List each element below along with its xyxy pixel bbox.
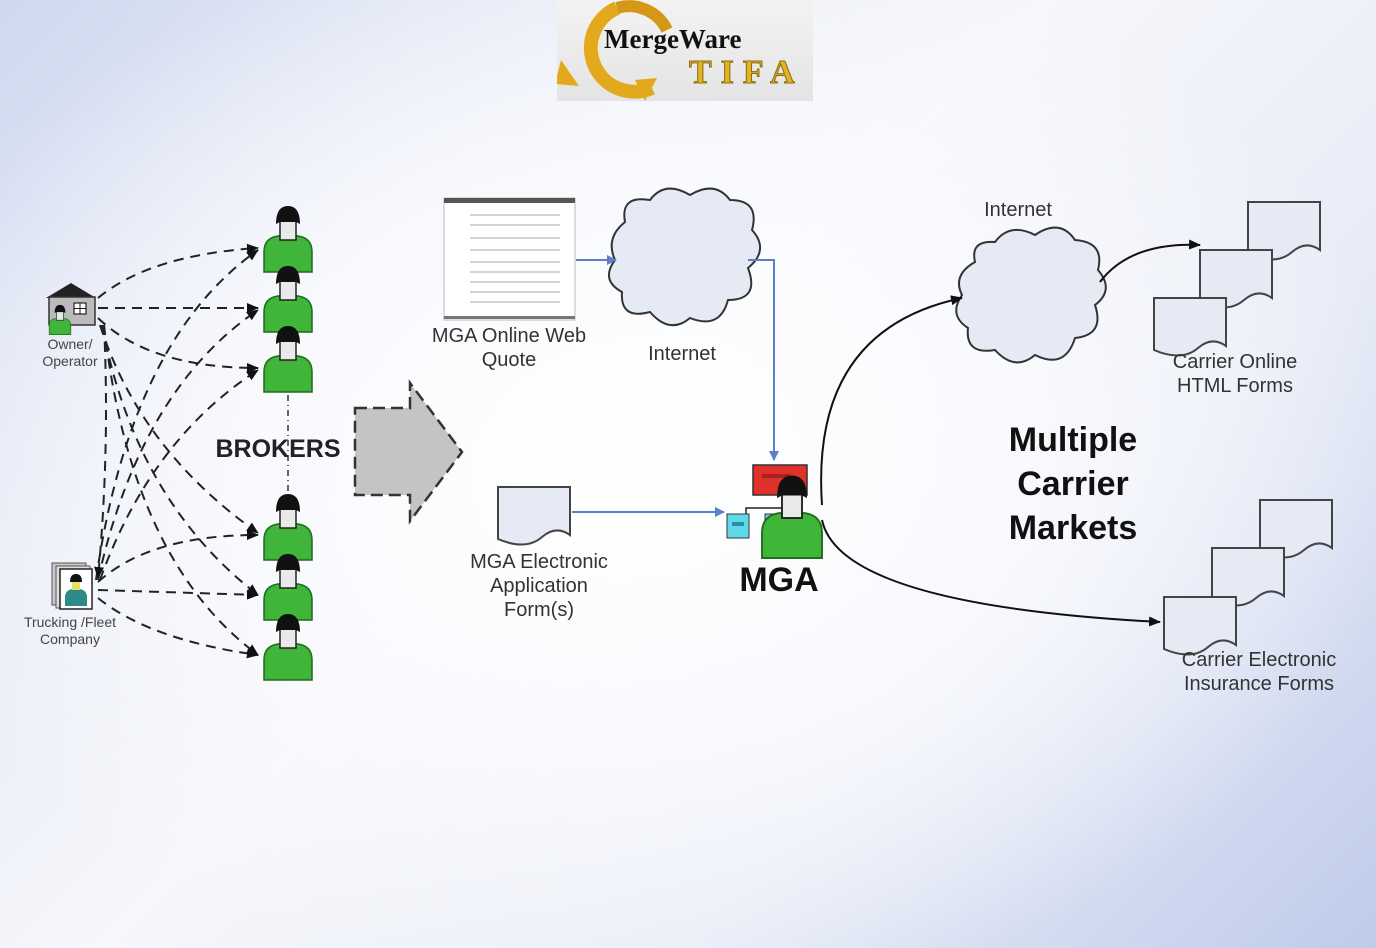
broker-person-icon	[263, 325, 313, 393]
owner-label-line: Owner/	[47, 336, 93, 352]
internet-cloud-icon	[607, 187, 761, 327]
owner-operator-label: Owner/ Operator	[30, 336, 110, 370]
logo-text-mergeware: MergeWare	[604, 24, 742, 54]
internet-cloud-icon	[955, 226, 1107, 364]
broker-person-icon	[263, 205, 313, 273]
fleet-label-line: Trucking /Fleet	[23, 614, 117, 630]
app-form-label-line: Application	[490, 575, 588, 597]
owner-operator-house-icon	[46, 283, 96, 335]
mga-online-web-quote-thumbnail	[443, 197, 576, 321]
html-forms-label-line: Carrier Online	[1172, 351, 1298, 373]
carrier-online-html-forms-icon	[1153, 201, 1321, 357]
internet-to-mga-connector	[748, 259, 779, 461]
broker-person-icon	[263, 553, 313, 621]
owner-to-broker-connectors	[97, 243, 259, 656]
mga-org-person-icon	[726, 464, 823, 559]
flow-to-mga-arrow	[353, 379, 464, 525]
carrier-electronic-insurance-forms-icon	[1163, 499, 1333, 656]
right-internet-label: Internet	[984, 199, 1052, 221]
trucking-fleet-company-icon	[51, 562, 93, 610]
mergeware-tifa-logo: MergeWare TIFA	[557, 0, 813, 101]
mga-to-insurance-forms-connector	[821, 519, 1161, 627]
mga-online-web-quote-label: MGA Online Web Quote	[414, 324, 604, 372]
markets-heading-line: Multiple	[1008, 421, 1138, 459]
mga-label: MGA	[739, 561, 819, 599]
web-quote-label-line: Quote	[481, 349, 537, 371]
logo-text-tifa: TIFA	[689, 54, 804, 92]
carrier-electronic-insurance-forms-label: Carrier Electronic Insurance Forms	[1160, 648, 1358, 696]
html-forms-label-line: HTML Forms	[1177, 375, 1293, 397]
mga-electronic-application-label: MGA Electronic Application Form(s)	[450, 550, 628, 622]
multiple-carrier-markets-heading: Multiple Carrier Markets	[980, 418, 1166, 551]
broker-person-icon	[263, 265, 313, 333]
app-form-label-line: Form(s)	[504, 599, 574, 621]
logo-cycle-arrows-icon	[557, 0, 673, 101]
internet-to-html-forms-connector	[1099, 239, 1201, 283]
app-form-label-line: MGA Electronic	[470, 551, 608, 573]
internet-label: Internet	[648, 343, 716, 365]
ins-forms-label-line: Carrier Electronic	[1181, 649, 1337, 671]
markets-heading-line: Carrier	[1017, 465, 1129, 504]
ins-forms-label-line: Insurance Forms	[1183, 673, 1335, 695]
mga-electronic-application-form-icon	[497, 486, 571, 546]
broker-person-icon	[263, 493, 313, 561]
markets-heading-line: Markets	[1008, 509, 1138, 548]
mga-to-internet-connector	[820, 295, 963, 506]
brokers-label: BROKERS	[215, 435, 341, 463]
owner-label-line: Operator	[42, 352, 98, 369]
carrier-online-html-forms-label: Carrier Online HTML Forms	[1150, 350, 1320, 398]
fleet-label-line: Company	[40, 630, 100, 647]
web-quote-label-line: MGA Online Web	[431, 325, 587, 347]
broker-person-icon	[263, 613, 313, 681]
trucking-fleet-label: Trucking /Fleet Company	[10, 614, 130, 648]
fleet-to-broker-connectors	[94, 249, 259, 659]
